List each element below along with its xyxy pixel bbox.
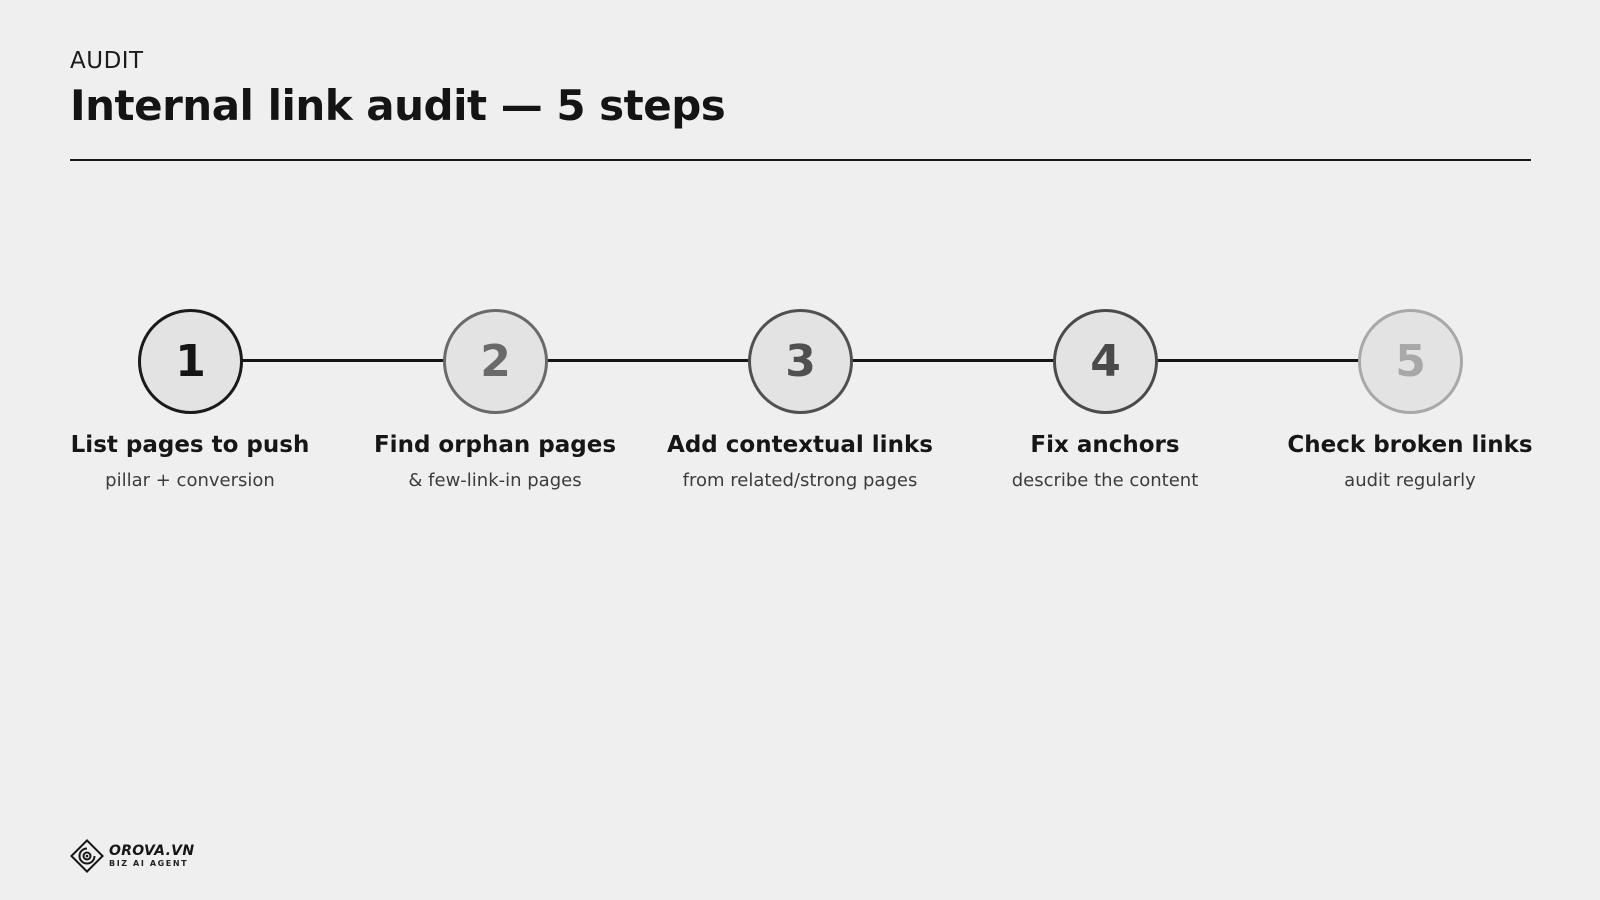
step-circle-3: 3 [748,309,853,414]
step-title-5: Check broken links [1287,432,1533,458]
header-divider [70,159,1531,161]
logo-tagline: BIZ AI AGENT [109,859,189,868]
step-subtitle-1: pillar + conversion [105,470,275,491]
step-title-2: Find orphan pages [373,432,617,458]
step-subtitle-3: from related/strong pages [682,470,918,491]
step-circle-4: 4 [1053,309,1158,414]
step-number: 1 [175,336,206,387]
step-number: 4 [1090,336,1121,387]
orova-logo-icon [70,839,104,873]
step-subtitle-5: audit regularly [1344,470,1476,491]
step-number: 3 [785,336,816,387]
eyebrow-label: AUDIT [70,48,144,74]
step-connector-4-5 [1157,359,1360,362]
step-circle-2: 2 [443,309,548,414]
step-title-3: Add contextual links [667,432,933,458]
page-title: Internal link audit — 5 steps [70,81,726,130]
step-circle-5: 5 [1358,309,1463,414]
step-title-4: Fix anchors [1030,432,1180,458]
step-title-1: List pages to push [70,432,310,458]
step-subtitle-2: & few-link-in pages [408,470,582,491]
step-connector-2-3 [547,359,749,362]
step-number: 2 [480,336,511,387]
logo-name: OROVA.VN [109,843,195,859]
step-connector-3-4 [852,359,1054,362]
brand-logo: OROVA.VN BIZ AI AGENT [69,838,194,874]
slide-header: AUDIT Internal link audit — 5 steps [70,48,726,130]
step-subtitle-4: describe the content [1011,470,1199,491]
step-circle-1: 1 [138,309,243,414]
step-connector-1-2 [242,359,444,362]
step-number: 5 [1395,336,1426,387]
